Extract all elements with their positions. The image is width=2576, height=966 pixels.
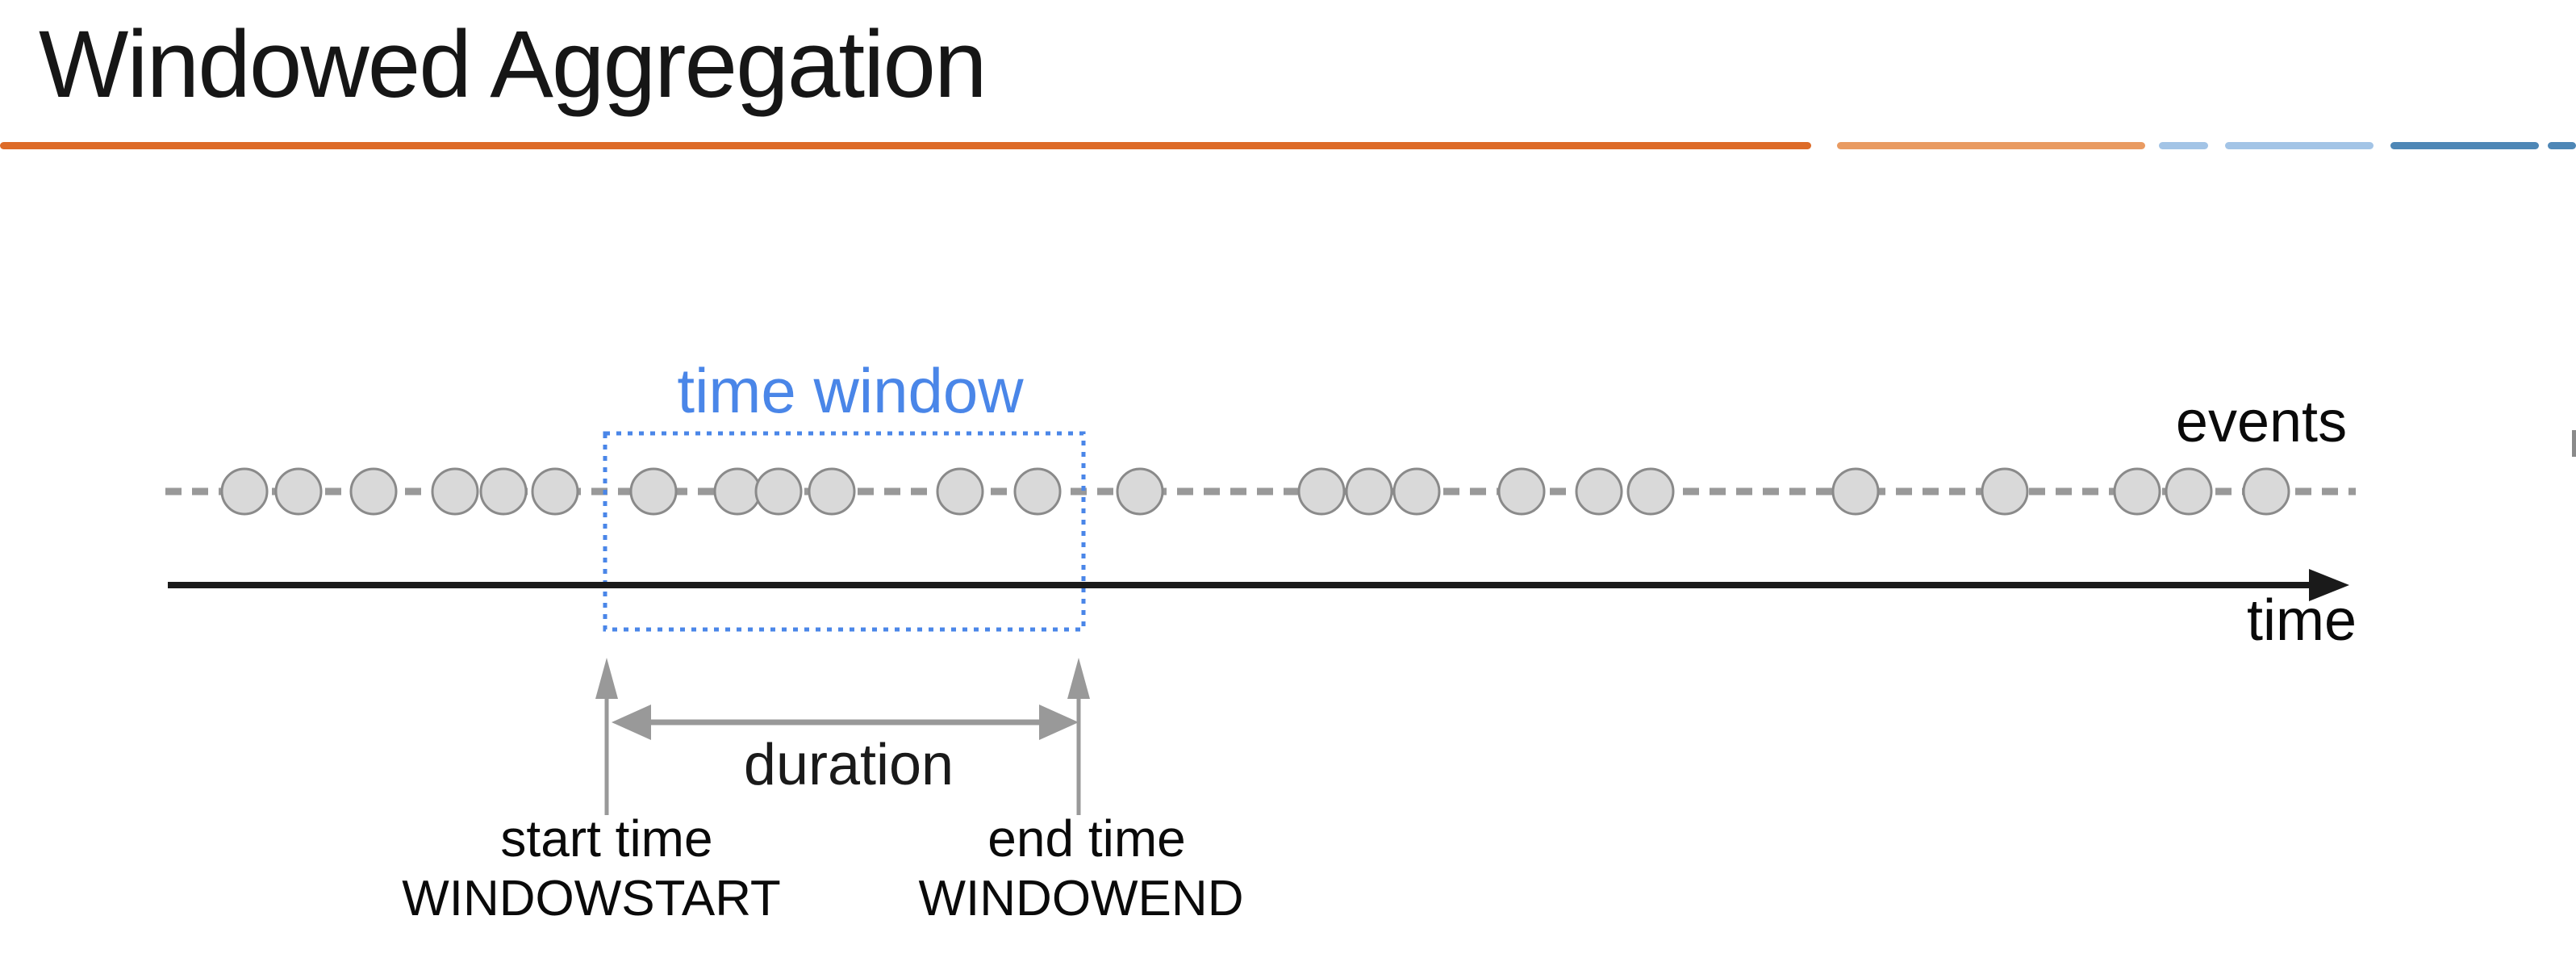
event-circle [1297, 467, 1346, 516]
label-end-time: end time [987, 809, 1186, 868]
divider-segment [2159, 142, 2208, 149]
duration-arrow-left-head-icon [612, 705, 651, 740]
event-circle [2113, 467, 2161, 516]
divider-segment [2225, 142, 2374, 149]
event-circle [1981, 467, 2029, 516]
event-circle [2242, 467, 2290, 516]
label-start-time: start time [500, 809, 713, 868]
event-circle [349, 467, 398, 516]
event-circle [220, 467, 269, 516]
label-events: events [2175, 390, 2348, 454]
event-circle [431, 467, 479, 516]
event-circle [936, 467, 984, 516]
event-circle [808, 467, 856, 516]
event-circle [713, 467, 762, 516]
event-circle [629, 467, 678, 516]
edge-fragment [2572, 430, 2576, 457]
time-axis-arrowhead-icon [2309, 569, 2349, 601]
slide-title: Windowed Aggregation [39, 11, 987, 118]
time-window-rect [603, 431, 1086, 632]
event-circle [1626, 467, 1675, 516]
event-circle [1345, 467, 1393, 516]
label-time: time [2246, 588, 2357, 653]
event-circle [479, 467, 528, 516]
divider-segment [0, 142, 1811, 149]
event-circle [754, 467, 803, 516]
event-circle [531, 467, 579, 516]
label-time-window: time window [677, 355, 1024, 426]
event-circle [1392, 467, 1441, 516]
window-start-marker-arrow-head-icon [595, 658, 618, 699]
event-circle [274, 467, 323, 516]
event-circle [1116, 467, 1164, 516]
event-circle [2165, 467, 2213, 516]
label-duration: duration [743, 733, 954, 797]
divider-segment [2548, 142, 2576, 149]
event-circle [1575, 467, 1623, 516]
label-window-end: WINDOWEND [918, 871, 1244, 926]
divider-segment [1837, 142, 2145, 149]
label-window-start: WINDOWSTART [402, 871, 781, 926]
divider-segment [2390, 142, 2539, 149]
event-circle [1831, 467, 1880, 516]
title-divider [0, 142, 2576, 149]
duration-arrow-right-head-icon [1039, 705, 1079, 740]
event-circle [1013, 467, 1062, 516]
window-end-marker-arrow-head-icon [1067, 658, 1090, 699]
event-circle [1497, 467, 1546, 516]
